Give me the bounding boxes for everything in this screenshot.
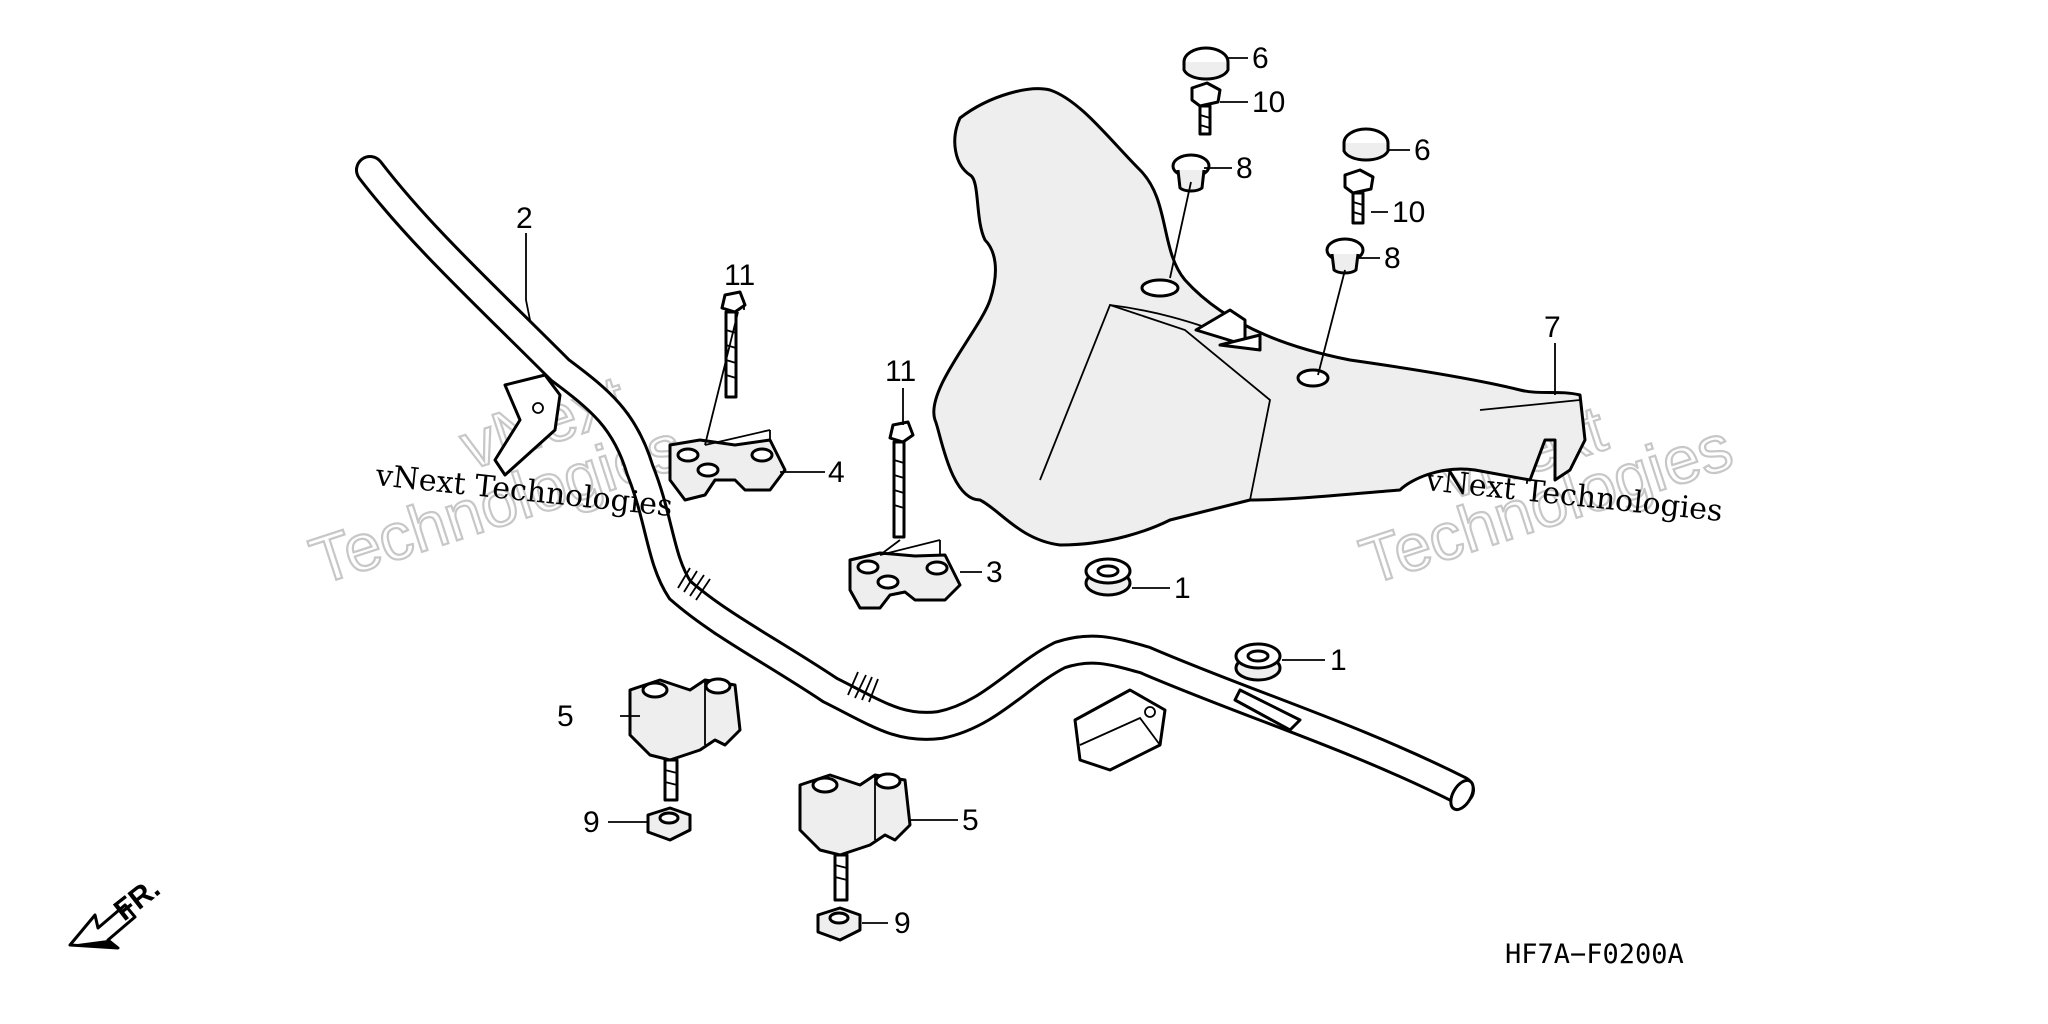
lower-holder-5-right [798,772,912,902]
leader-lines [525,57,1556,924]
nut-9-right [816,906,862,942]
cap-6-upper [1182,46,1230,81]
callout-6-lower: 6 [1414,134,1431,167]
callout-3: 3 [986,556,1003,589]
callout-10-lower: 10 [1392,196,1425,229]
knurl-left [677,567,711,601]
callout-9-right: 9 [894,907,911,940]
callout-labels: 2 11 4 11 3 5 9 5 9 1 1 6 10 8 6 10 8 7 [516,42,1561,940]
bolt-11-left [720,290,747,399]
collar-8-upper [1171,153,1211,193]
callout-5-right: 5 [962,804,979,837]
bracket-left [493,373,562,477]
drawing-code: HF7A−F0200A [1505,939,1684,970]
callout-11-left: 11 [724,259,755,292]
callout-8-upper: 8 [1236,152,1253,185]
grommet-1-left [1084,557,1132,597]
callout-10-upper: 10 [1252,86,1285,119]
bolt-11-right [888,420,915,539]
callout-5-left: 5 [557,700,574,733]
front-arrow: FR. [68,872,166,950]
upper-holder-3 [848,551,962,610]
callout-1-left: 1 [1174,572,1191,605]
callout-4: 4 [828,456,845,489]
grommet-1-right [1234,642,1282,682]
callout-11-right: 11 [885,355,916,388]
callout-6-upper: 6 [1252,42,1269,75]
cap-6-lower [1342,127,1390,162]
callout-8-lower: 8 [1384,242,1401,275]
handlebar [355,155,1475,812]
callout-7: 7 [1544,311,1561,344]
callout-9-left: 9 [583,806,600,839]
nut-9-left [646,806,692,842]
knurl-right [847,671,879,703]
handlebar-cover [932,87,1587,547]
collar-8-lower [1325,237,1365,275]
bracket-right [1073,688,1302,772]
callout-2: 2 [516,202,533,235]
upper-holder-4 [668,438,787,502]
screw-10-lower [1343,168,1375,225]
lower-holder-5-left [628,677,742,802]
callout-1-right: 1 [1330,644,1347,677]
screw-10-upper [1190,81,1222,136]
